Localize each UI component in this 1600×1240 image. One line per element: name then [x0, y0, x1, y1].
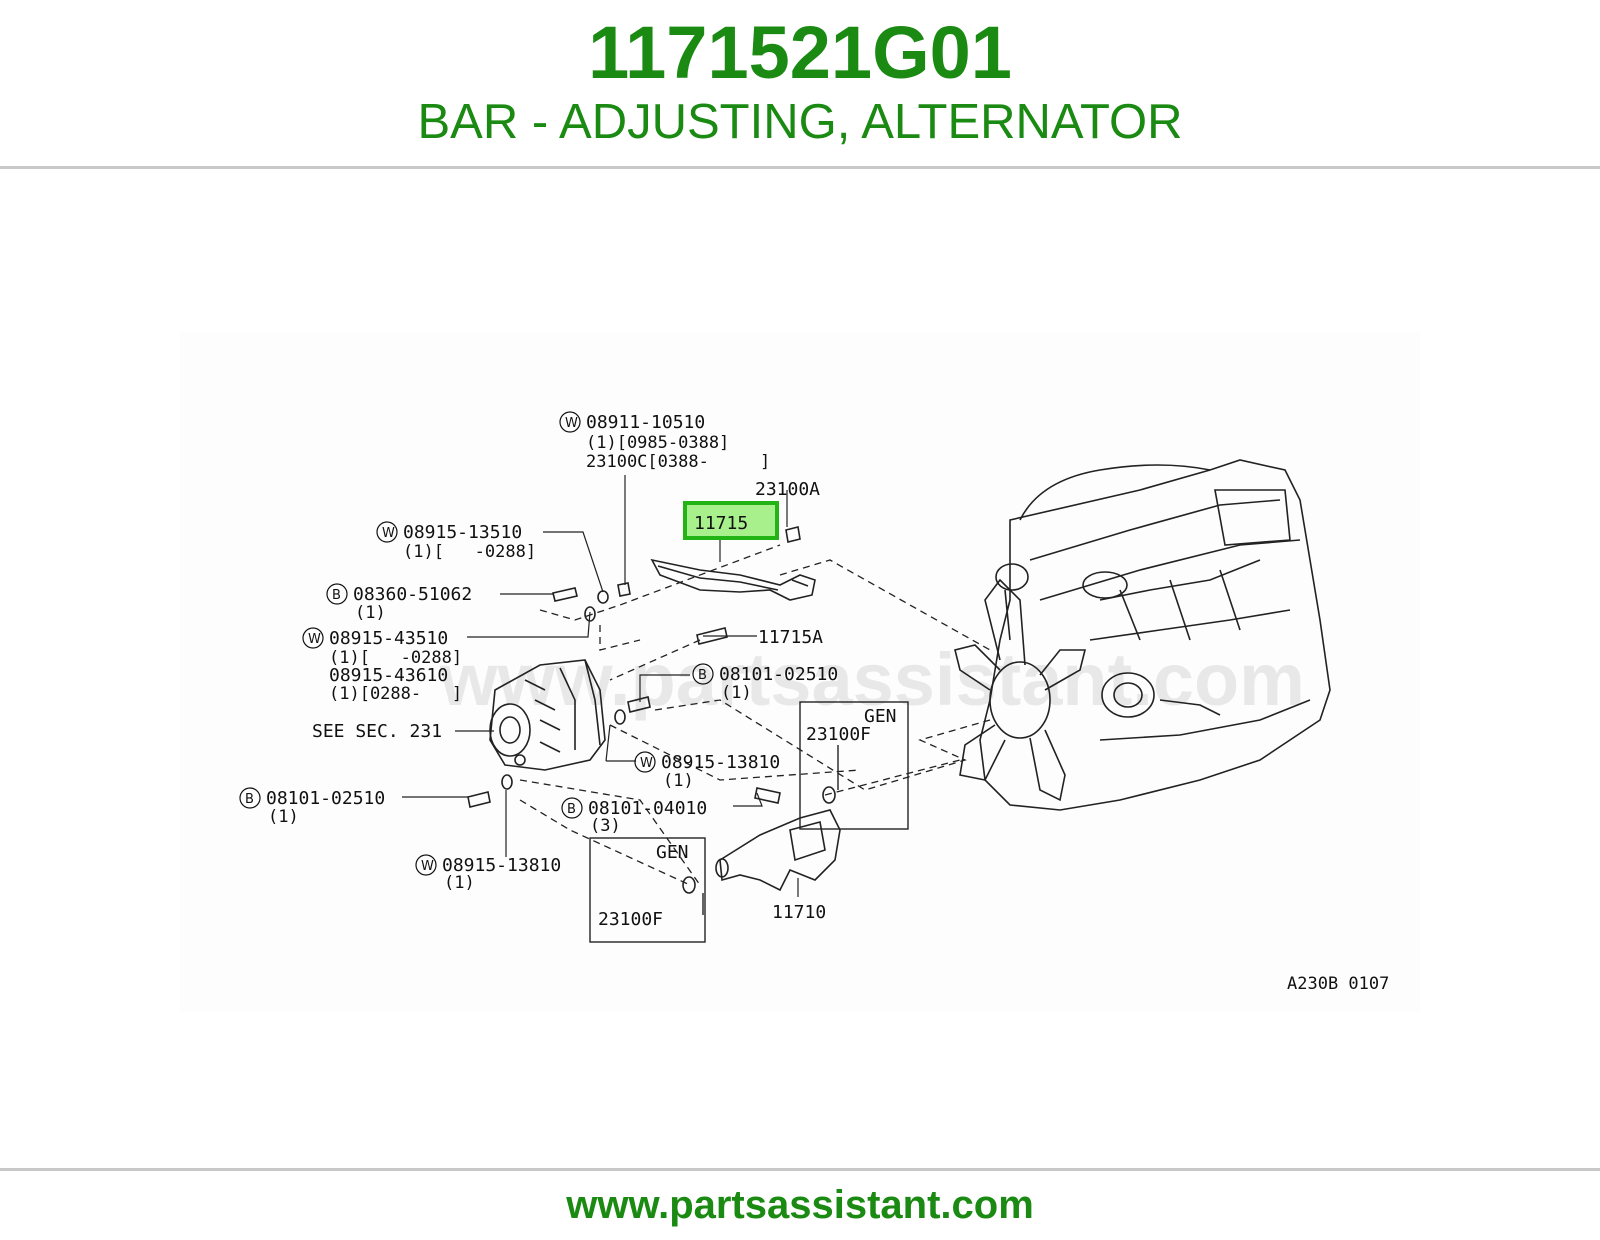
prefix-b-icon: B	[332, 588, 341, 603]
callout-08360-51062[interactable]: 08360-51062	[353, 584, 472, 605]
callout-08360-51062-qty: (1)	[355, 603, 386, 623]
alternator-drawing	[489, 659, 606, 771]
footer-url-link[interactable]: www.partsassistant.com	[566, 1183, 1034, 1227]
gen-box-right-title: GEN	[864, 706, 897, 727]
assembly-dashed-lines	[519, 544, 991, 886]
prefix-w-icon: W	[382, 526, 395, 541]
diagram-watermark: www.partsassistant.com	[439, 638, 1305, 721]
callout-08915-13810-bottom-qty: (1)	[444, 873, 475, 893]
callout-11715[interactable]: 11715	[694, 513, 748, 534]
highlight-box-11715	[683, 501, 779, 540]
part-number-title: 1171521G01	[588, 11, 1012, 94]
fastener-drawings	[467, 526, 836, 894]
gen-box-bottom	[589, 837, 706, 943]
callout-08101-04010-qty: (3)	[590, 816, 621, 836]
callout-23100A[interactable]: 23100A	[755, 479, 820, 500]
callout-08915-13510-qty: (1)[ -0288]	[403, 542, 536, 562]
callout-08915-43510-qty: (1)[ -0288]	[329, 648, 462, 668]
footer-divider	[0, 1168, 1600, 1171]
callout-see-sec-231[interactable]: SEE SEC. 231	[312, 721, 442, 742]
leader-lines	[402, 475, 799, 897]
cooling-fan-drawing	[954, 563, 1087, 802]
bracket-drawing	[715, 809, 841, 892]
header-divider	[0, 166, 1600, 169]
callout-08915-43610[interactable]: 08915-43610	[329, 665, 448, 686]
prefix-w-icon: W	[308, 632, 321, 647]
page-header: 1171521G01 BAR - ADJUSTING, ALTERNATOR	[0, 0, 1600, 170]
diagram-background	[180, 332, 1420, 1012]
gen-box-bottom-title: GEN	[656, 842, 689, 863]
callout-08915-13810-bottom[interactable]: 08915-13810	[442, 855, 561, 876]
prefix-w-icon: W	[640, 756, 653, 771]
prefix-b-icon: B	[567, 802, 576, 817]
engine-block-drawing	[979, 459, 1331, 811]
callout-23100C[interactable]: 23100C[0388- ]	[586, 452, 770, 472]
callout-23100F-right[interactable]: 23100F	[806, 724, 871, 745]
callout-08101-02510[interactable]: 08101-02510	[719, 664, 838, 685]
callout-08915-43510[interactable]: 08915-43510	[329, 628, 448, 649]
callout-11715A[interactable]: 11715A	[758, 627, 823, 648]
prefix-b-icon: B	[245, 792, 254, 807]
prefix-b-icon: B	[698, 668, 707, 683]
callout-08915-13810[interactable]: 08915-13810	[661, 752, 780, 773]
callout-08101-04010[interactable]: 08101-04010	[588, 798, 707, 819]
prefix-w-icon: W	[421, 859, 434, 874]
callout-08915-13510[interactable]: 08915-13510	[403, 522, 522, 543]
prefix-circles	[239, 411, 714, 876]
callout-08101-02510-left[interactable]: 08101-02510	[266, 788, 385, 809]
callout-08101-02510-qty: (1)	[721, 683, 752, 703]
adjusting-bar-drawing	[650, 558, 816, 601]
gen-box-right	[799, 701, 909, 830]
callout-08911-10510[interactable]: 08911-10510	[586, 412, 705, 433]
callout-08101-02510-left-qty: (1)	[268, 807, 299, 827]
callout-08911-10510-qty: (1)[0985-0388]	[586, 433, 729, 453]
callout-11710[interactable]: 11710	[772, 902, 826, 923]
prefix-w-icon: W	[565, 416, 578, 431]
drawing-code: A230B 0107	[1287, 974, 1389, 994]
callout-08915-43610-qty: (1)[0288- ]	[329, 684, 462, 704]
callout-23100F-bottom[interactable]: 23100F	[598, 909, 663, 930]
callout-08915-13810-qty: (1)	[663, 771, 694, 791]
part-description: BAR - ADJUSTING, ALTERNATOR	[417, 95, 1183, 149]
